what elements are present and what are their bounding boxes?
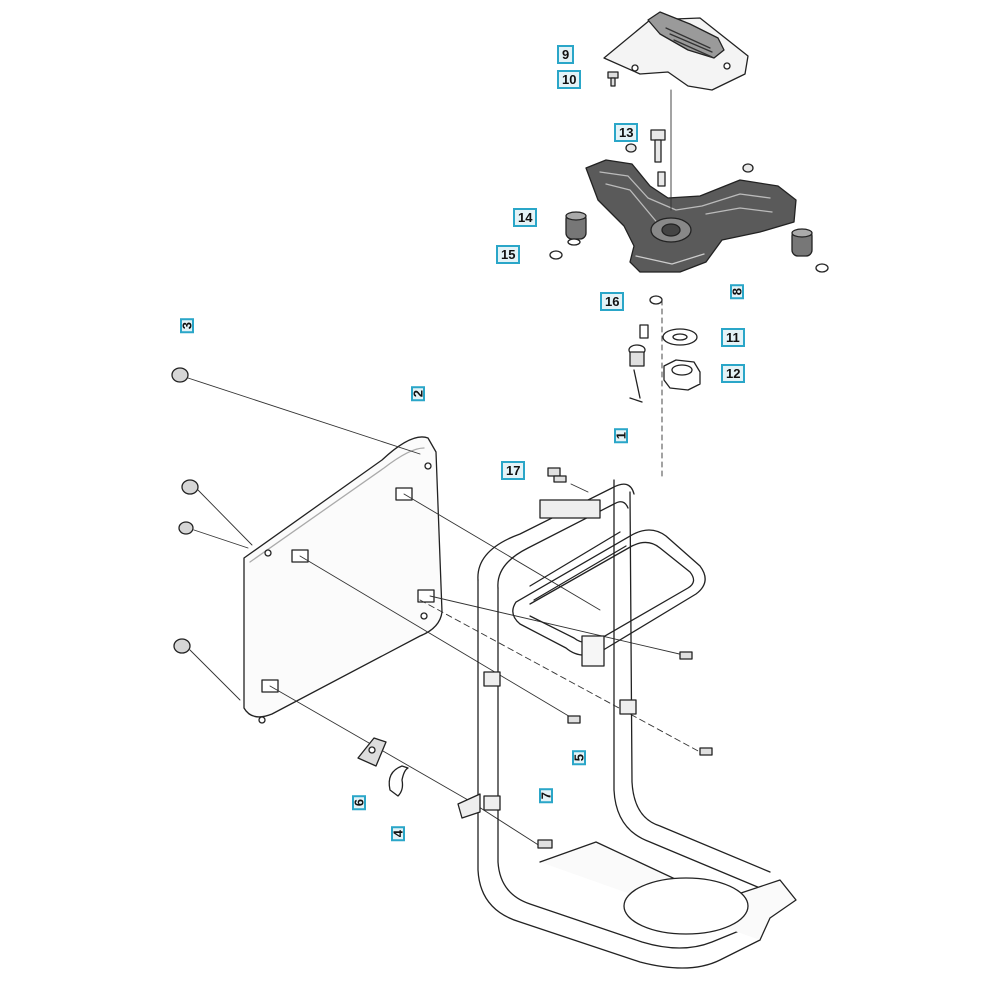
screw-part-5 — [567, 651, 713, 756]
main-frame-part-1 — [457, 479, 797, 969]
washer-part-11 — [662, 328, 698, 346]
screw-part-7 — [537, 839, 553, 849]
bolt-part-10 — [607, 71, 619, 87]
callout-part-8: 8 — [730, 284, 745, 300]
callout-part-12: 12 — [721, 364, 746, 383]
callout-part-5: 5 — [572, 750, 587, 766]
callout-part-10: 10 — [557, 70, 582, 89]
nut-part-15 — [549, 250, 829, 273]
clip-part-4 — [388, 765, 409, 797]
nut-part-12 — [663, 359, 701, 391]
backrest-panel-part-2 — [243, 436, 443, 724]
callout-part-17: 17 — [501, 461, 526, 480]
screw-part-3 — [171, 367, 199, 654]
seat-frame-part-8 — [585, 159, 797, 273]
bolt-part-17 — [547, 467, 567, 483]
callout-part-6: 6 — [352, 795, 367, 811]
callout-part-7: 7 — [539, 788, 554, 804]
callout-part-11: 11 — [721, 328, 745, 347]
nut-part-16 — [628, 295, 663, 403]
seat-plate-part-9 — [603, 11, 749, 91]
callout-part-15: 15 — [496, 245, 521, 264]
bracket-part-6 — [357, 737, 387, 767]
callout-part-1: 1 — [614, 428, 629, 444]
callout-part-13: 13 — [614, 123, 639, 142]
callout-part-2: 2 — [411, 386, 426, 402]
bolt-part-13 — [625, 129, 754, 187]
callout-part-14: 14 — [513, 208, 538, 227]
callout-part-9: 9 — [557, 45, 575, 64]
rubber-mount-part-14 — [565, 211, 813, 257]
callout-part-16: 16 — [600, 292, 625, 311]
callout-part-3: 3 — [180, 318, 195, 334]
callout-part-4: 4 — [391, 826, 406, 842]
